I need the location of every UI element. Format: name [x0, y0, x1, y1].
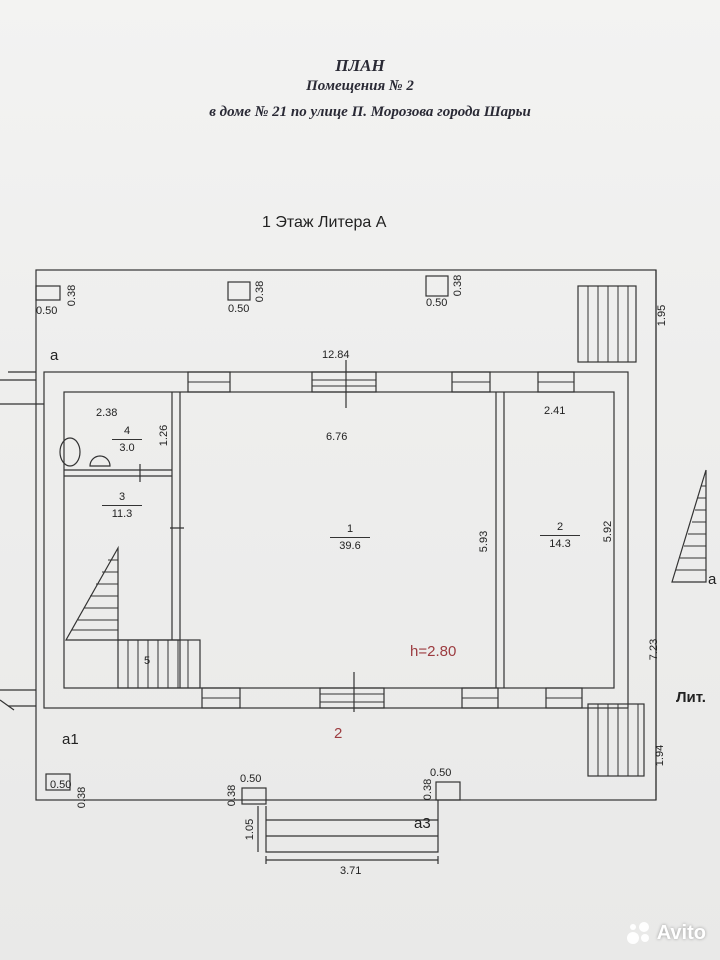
- partition-right: [495, 392, 505, 688]
- room2-width-label: 2.41: [544, 405, 566, 417]
- side-label-a: а: [50, 347, 59, 364]
- porch-steps: [266, 819, 438, 837]
- room-number: 2: [556, 521, 564, 533]
- room1-height-label: 5.93: [478, 530, 491, 553]
- pier-depth-label: 0.38: [76, 786, 89, 809]
- avito-watermark: Avito: [626, 920, 706, 946]
- avito-wordmark: Avito: [656, 921, 706, 944]
- pier-depth-label: 0.38: [422, 778, 435, 801]
- room-5-number: 5: [144, 655, 151, 667]
- plan-title: ПЛАН: [335, 56, 385, 75]
- pier-depth-label: 0.38: [254, 280, 267, 303]
- entrance-label: 2: [334, 725, 343, 742]
- ceiling-height: h=2.80: [410, 643, 457, 660]
- avito-logo-icon: [626, 920, 653, 946]
- top-length-label: 12.84: [322, 349, 350, 361]
- pier-width-label: 0.50: [430, 767, 452, 779]
- toilet-fixture: [59, 437, 81, 467]
- stairs-right-top: [577, 285, 637, 363]
- porch-width-label: 3.71: [340, 865, 362, 877]
- pier-depth-label: 0.38: [452, 274, 465, 297]
- pier-depth-label: 0.38: [226, 784, 239, 807]
- sink-fixture: [89, 455, 111, 467]
- room-2: 2 14.3: [540, 522, 580, 550]
- room2-height-label: 5.92: [602, 520, 615, 543]
- room-3: 3 11.3: [102, 492, 142, 520]
- pier-width-label: 0.50: [36, 305, 58, 317]
- liter-label: Лит.: [676, 689, 706, 706]
- room-number: 1: [346, 523, 354, 535]
- pier-width-label: 0.50: [228, 303, 250, 315]
- porch-depth-label: 1.05: [244, 818, 257, 841]
- stairs-triangle-right: [671, 469, 707, 583]
- stairs-triangle-left: [64, 545, 119, 641]
- side-label-a-right: а: [708, 571, 717, 588]
- door-ticks: [139, 464, 184, 529]
- room1-width-label: 6.76: [326, 431, 348, 443]
- pier-depth-label: 0.38: [66, 284, 79, 307]
- partition-left: [171, 392, 181, 640]
- room-4: 4 3.0: [112, 426, 142, 454]
- room4-height-label: 1.26: [158, 424, 171, 447]
- right-upper-dimension: 1.95: [656, 304, 669, 327]
- stairs-right-bottom: [587, 703, 645, 777]
- stairs-room5: [117, 639, 201, 689]
- side-label-a1: а1: [62, 731, 79, 748]
- floor-label: 1 Этаж Литера А: [262, 214, 387, 231]
- right-middle-dimension: 7.23: [648, 638, 661, 661]
- porch-outline: [265, 800, 439, 853]
- room4-width-label: 2.38: [96, 407, 118, 419]
- porch-dim-line: [265, 856, 439, 864]
- room-area: 3.0: [112, 439, 142, 454]
- room-number: 3: [118, 491, 126, 503]
- right-lower-dimension: 1.94: [654, 744, 667, 767]
- partition-wc: [64, 469, 172, 477]
- room-number: 4: [123, 425, 131, 437]
- plan-subtitle: Помещения № 2: [306, 78, 414, 94]
- room-1: 1 39.6: [330, 524, 370, 552]
- side-label-a3: а3: [414, 815, 431, 832]
- pier-width-label: 0.50: [50, 779, 72, 791]
- room-area: 14.3: [540, 535, 580, 550]
- plan-address: в доме № 21 по улице П. Морозова города …: [209, 104, 531, 120]
- pier-width-label: 0.50: [426, 297, 448, 309]
- room-area: 11.3: [102, 505, 142, 520]
- room-area: 39.6: [330, 537, 370, 552]
- pier-width-label: 0.50: [240, 773, 262, 785]
- stair-hatching: [72, 286, 706, 776]
- left-ticks: [0, 371, 36, 707]
